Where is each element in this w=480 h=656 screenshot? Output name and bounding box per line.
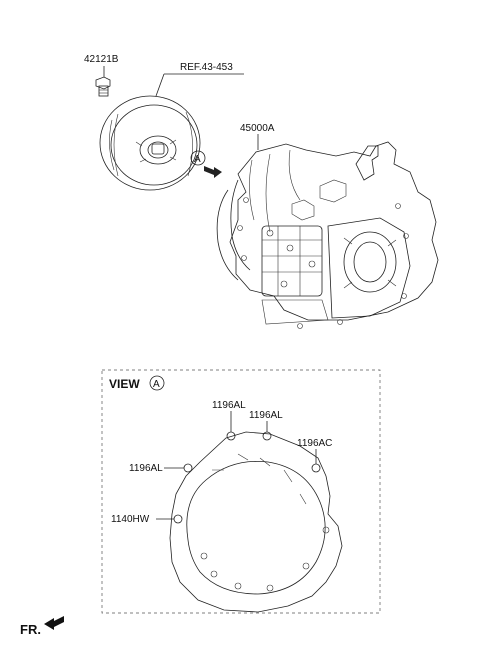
gasket	[169, 431, 343, 613]
label-1140hw: 1140HW	[111, 514, 150, 525]
label-42121b: 42121B	[84, 54, 119, 65]
view-a-title: VIEW	[109, 377, 140, 391]
label-45000a: 45000A	[240, 123, 275, 134]
view-direction-arrow-icon	[204, 166, 222, 178]
label-1196al-top-left: 1196AL	[212, 400, 246, 411]
label-1196al-top-right: 1196AL	[249, 410, 283, 421]
label-1196ac: 1196AC	[297, 438, 332, 449]
front-direction-label: FR.	[20, 622, 41, 637]
view-a-title-marker: A	[149, 375, 165, 391]
view-a-marker: A	[190, 150, 206, 166]
label-ref-43-453: REF.43-453	[180, 62, 233, 73]
bolt-42121b	[95, 76, 111, 97]
svg-text:A: A	[194, 154, 201, 165]
torque-converter	[99, 95, 201, 191]
view-a-frame	[101, 369, 381, 614]
svg-text:A: A	[153, 379, 160, 390]
front-arrow-icon	[44, 616, 64, 630]
transaxle-assembly	[216, 141, 439, 329]
label-1196al-left: 1196AL	[129, 463, 163, 474]
